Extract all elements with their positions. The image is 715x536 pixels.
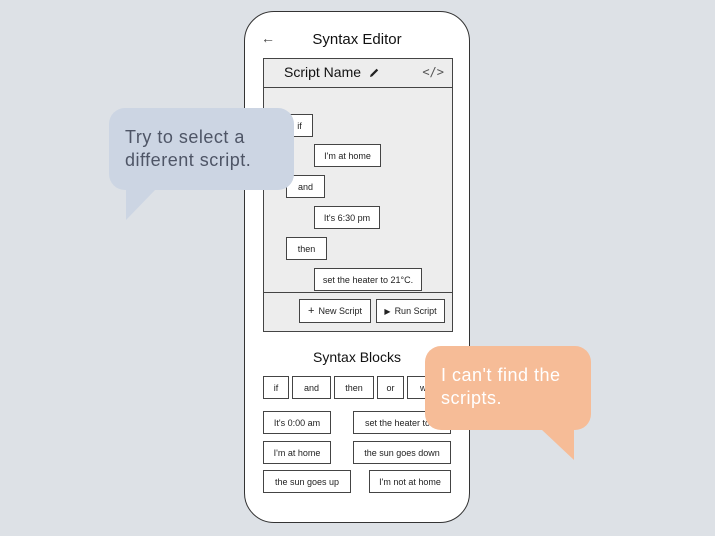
play-icon: ▶	[384, 306, 391, 316]
script-name[interactable]: Script Name	[284, 64, 362, 80]
editor-footer: + New Script ▶ Run Script	[264, 292, 452, 331]
run-script-button[interactable]: ▶ Run Script	[376, 299, 445, 323]
hint-bubble-left-tail	[126, 189, 156, 220]
syntax-keyword-and[interactable]: and	[292, 376, 331, 399]
back-arrow-icon[interactable]: ←	[261, 30, 275, 46]
hint-bubble-right-line-2: scripts.	[441, 388, 503, 408]
plus-icon: +	[308, 305, 315, 317]
hint-bubble-right-tail	[541, 429, 574, 460]
hint-bubble-right: I can't find the scripts.	[425, 346, 591, 430]
syntax-item-home[interactable]: I'm at home	[263, 441, 331, 464]
syntax-item-sun-up[interactable]: the sun goes up	[263, 470, 351, 493]
script-editor-panel: Script Name </> if I'm at home and It's …	[263, 58, 453, 332]
phone-frame: ← Syntax Editor Script Name </> if I'm a…	[244, 11, 470, 523]
script-block-condition-time[interactable]: It's 6:30 pm	[314, 206, 380, 229]
new-script-label: New Script	[318, 306, 362, 316]
syntax-item-not-home[interactable]: I'm not at home	[369, 470, 451, 493]
editor-header: Script Name </>	[264, 59, 452, 88]
app-title: Syntax Editor	[312, 31, 402, 48]
script-block-condition-home[interactable]: I'm at home	[314, 144, 381, 167]
hint-bubble-left: Try to select a different script.	[109, 108, 294, 190]
syntax-item-time[interactable]: It's 0:00 am	[263, 411, 331, 434]
script-block-action-heater[interactable]: set the heater to 21°C.	[314, 268, 422, 291]
syntax-keyword-then[interactable]: then	[334, 376, 374, 399]
syntax-keyword-if[interactable]: if	[263, 376, 289, 399]
new-script-button[interactable]: + New Script	[299, 299, 371, 323]
syntax-blocks-title: Syntax Blocks	[313, 349, 401, 365]
script-block-then[interactable]: then	[286, 237, 327, 260]
hint-bubble-left-line-1: Try to select a	[125, 127, 245, 147]
hint-bubble-right-line-1: I can't find the	[441, 365, 561, 385]
hint-bubble-left-line-2: different script.	[125, 150, 252, 170]
syntax-keyword-or[interactable]: or	[377, 376, 404, 399]
run-script-label: Run Script	[394, 306, 437, 316]
pencil-icon[interactable]	[368, 67, 380, 79]
code-icon[interactable]: </>	[422, 65, 444, 79]
syntax-item-sun-down[interactable]: the sun goes down	[353, 441, 451, 464]
